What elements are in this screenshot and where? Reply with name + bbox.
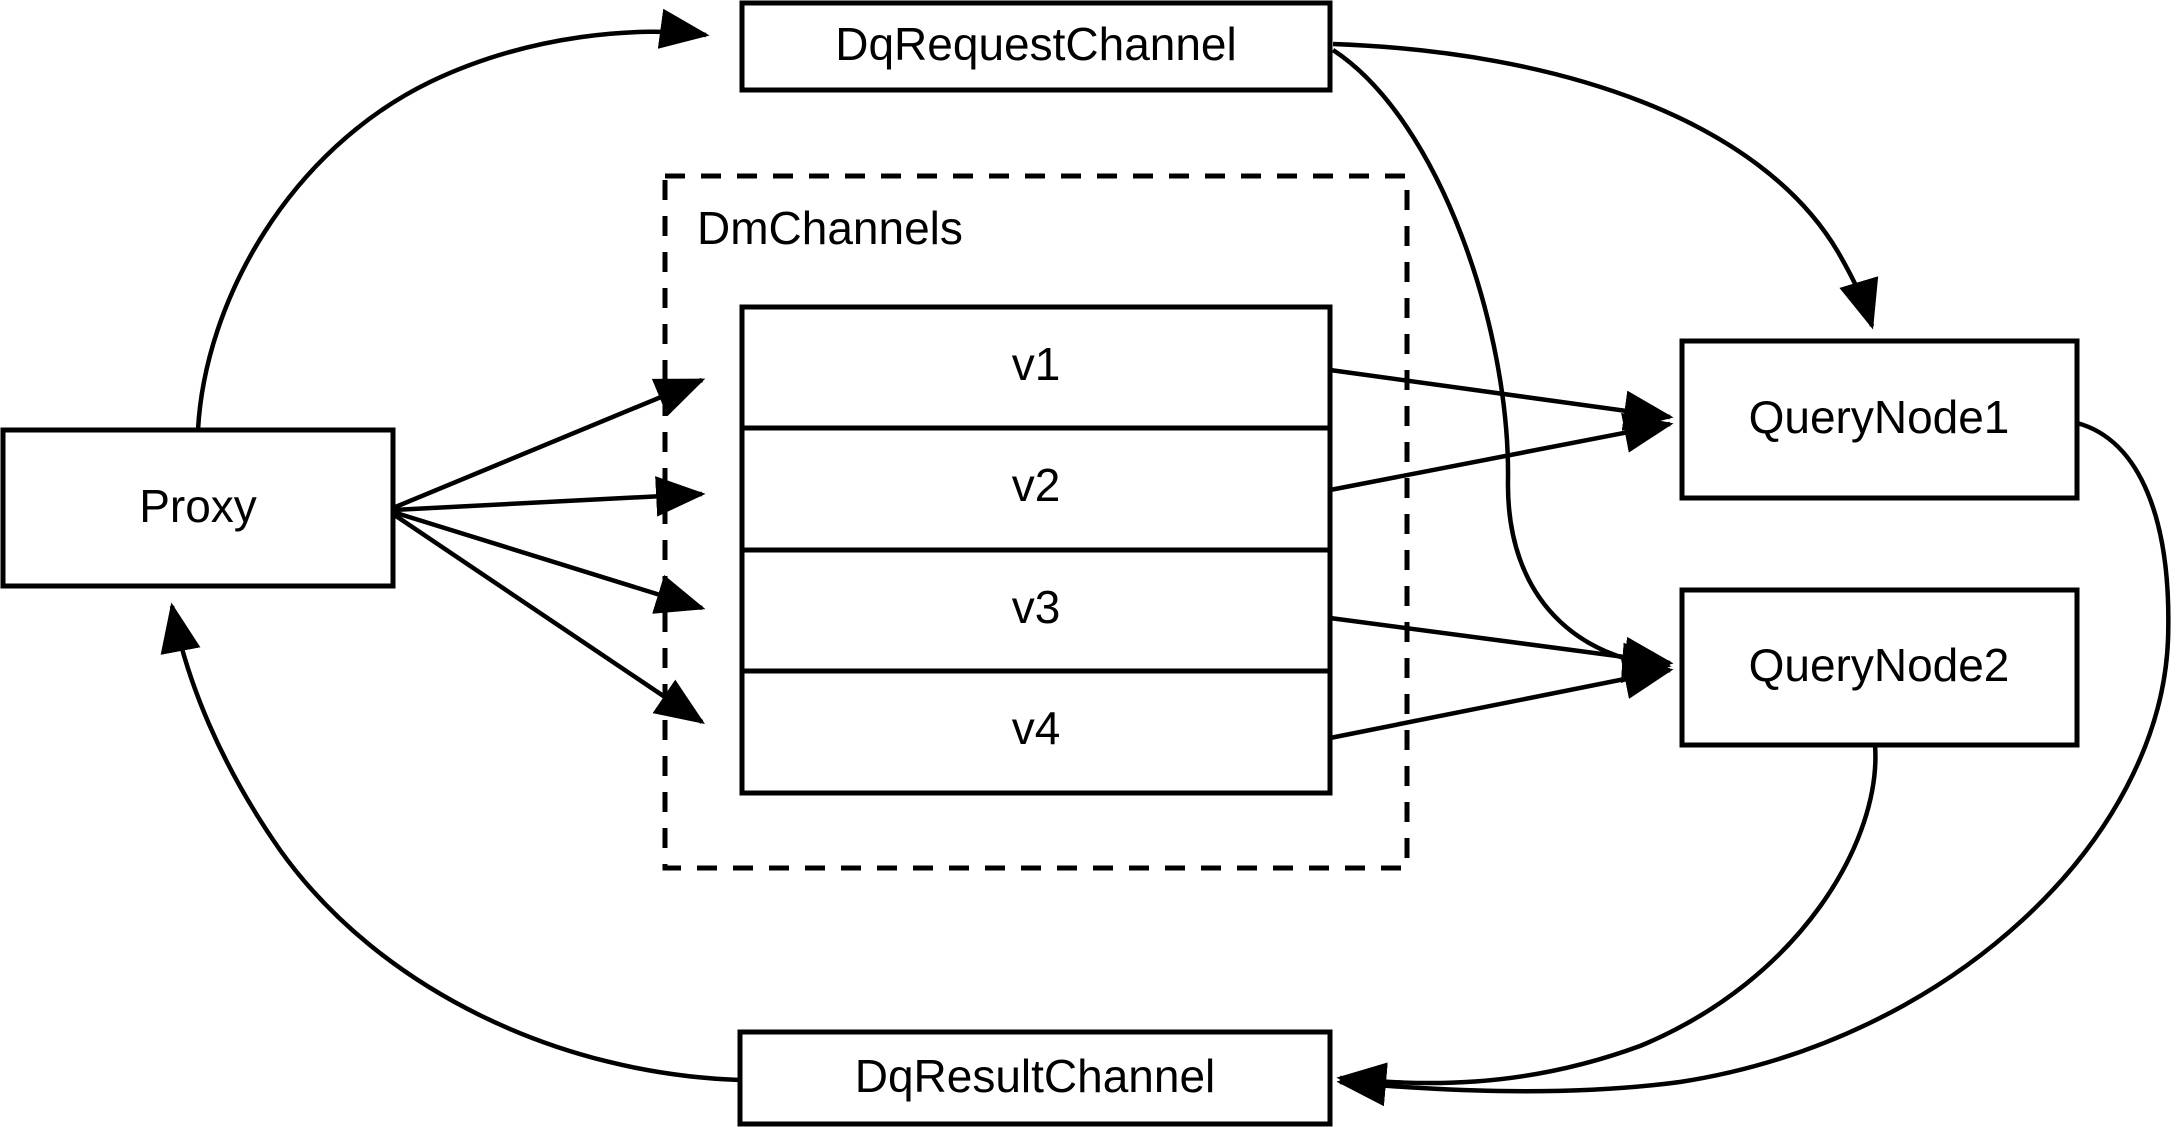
edge-proxy-to-v2 — [392, 476, 706, 517]
lane-label-v4: v4 — [1012, 702, 1061, 754]
query-node-1-box[interactable] — [1679, 338, 2080, 501]
query-node-2-box[interactable] — [1679, 587, 2080, 748]
edge-dq-request-channel-to-query-node-1 — [1332, 41, 1879, 330]
dq-result-channel-box[interactable] — [737, 1029, 1333, 1127]
edge-v4-to-query-node-2 — [1329, 659, 1674, 741]
proxy-box[interactable] — [0, 427, 396, 589]
node-dq-request-channel[interactable]: DqRequestChannel — [739, 0, 1333, 93]
group-dm-channels[interactable]: DmChannels — [662, 173, 1410, 871]
dq-result-channel-label: DqResultChannel — [855, 1050, 1216, 1102]
edge-dq-request-channel-to-query-node-2 — [1331, 48, 1672, 684]
node-dq-result-channel[interactable]: DqResultChannel — [737, 1029, 1333, 1127]
lane-label-v1: v1 — [1012, 338, 1061, 390]
dq-request-channel-box[interactable] — [739, 0, 1333, 93]
node-query-node-1[interactable]: QueryNode1 — [1679, 338, 2080, 501]
edge-query-node-2-to-dq-result-channel — [1336, 744, 1878, 1103]
edge-v1-to-query-node-1 — [1329, 367, 1674, 431]
dm-channels-lane-stack[interactable]: v1 v2 v3 v4 — [739, 304, 1333, 796]
edge-proxy-to-dq-request-channel — [195, 8, 710, 431]
node-proxy[interactable]: Proxy — [0, 427, 396, 589]
dq-request-channel-label: DqRequestChannel — [835, 18, 1237, 70]
edge-dq-result-channel-to-proxy — [160, 602, 741, 1083]
edge-v2-to-query-node-1 — [1329, 412, 1674, 493]
edge-proxy-to-v1 — [392, 377, 706, 511]
dm-channels-dashed-box[interactable] — [662, 173, 1410, 871]
lane-label-v2: v2 — [1012, 459, 1061, 511]
node-query-node-2[interactable]: QueryNode2 — [1679, 587, 2080, 748]
edge-v3-to-query-node-2 — [1329, 615, 1674, 678]
dm-channels-label: DmChannels — [697, 202, 963, 254]
edge-proxy-to-v4 — [391, 512, 705, 725]
query-node-2-label: QueryNode2 — [1749, 639, 2010, 691]
edge-proxy-to-v3 — [392, 509, 706, 614]
edge-query-node-1-to-dq-result-channel — [1336, 420, 2171, 1107]
proxy-label: Proxy — [139, 480, 257, 532]
query-node-1-label: QueryNode1 — [1749, 391, 2010, 443]
lane-label-v3: v3 — [1012, 581, 1061, 633]
